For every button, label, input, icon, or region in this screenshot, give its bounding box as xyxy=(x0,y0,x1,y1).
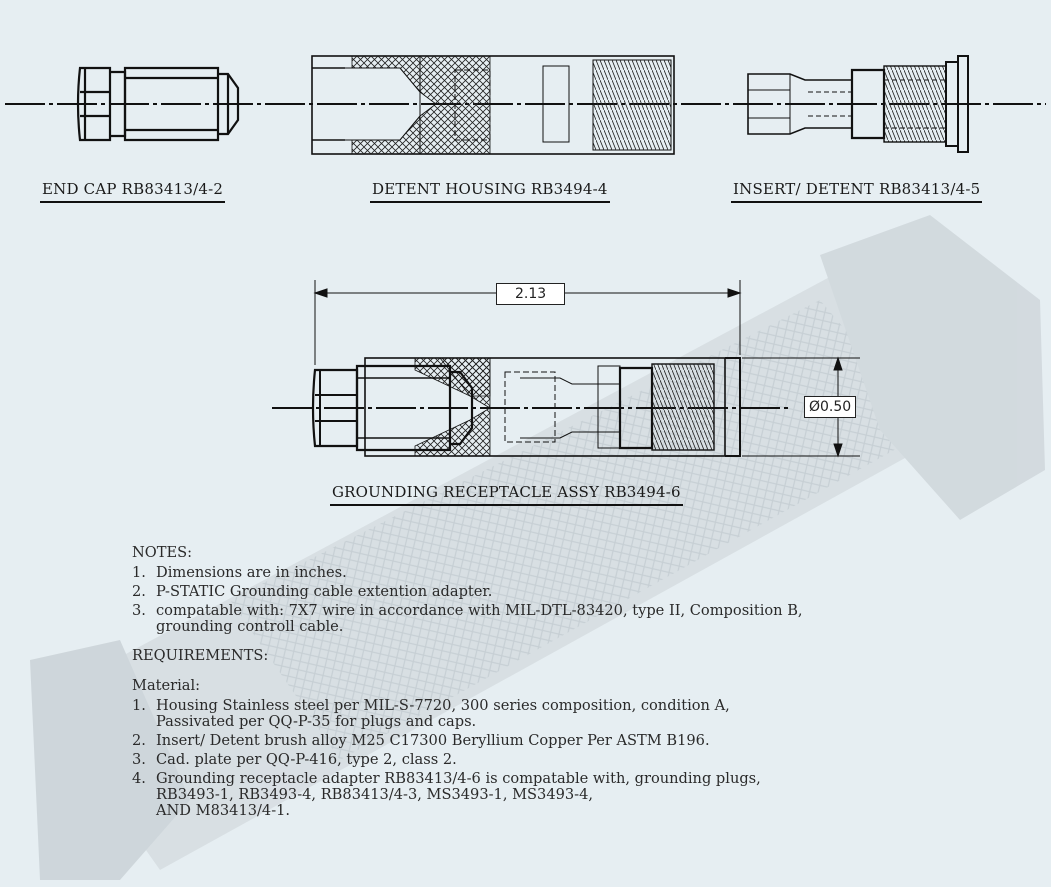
requirement-item-line: Passivated per QQ-P-35 for plugs and cap… xyxy=(156,713,477,730)
detent-housing-caption: DETENT HOUSING RB3494-4 xyxy=(370,180,610,203)
notes-list: 1. Dimensions are in inches. 2. P-STATIC Gr… xyxy=(132,565,1012,635)
note-item-number: 3. xyxy=(132,602,146,619)
note-item: 3. compatable with: 7X7 wire in accordanc… xyxy=(132,603,1012,635)
requirement-item-line: Insert/ Detent brush alloy M25 C17300 Be… xyxy=(156,732,710,749)
requirement-item-number: 1. xyxy=(132,697,146,714)
note-item-text: P-STATIC Grounding cable extention adapt… xyxy=(156,584,1012,600)
requirement-item-text: Cad. plate per QQ-P-416, type 2, class 2… xyxy=(156,752,1012,768)
assembly-caption: GROUNDING RECEPTACLE ASSY RB3494-6 xyxy=(330,483,683,506)
requirement-item: 2. Insert/ Detent brush alloy M25 C17300 … xyxy=(132,733,1012,749)
requirement-item-line: Housing Stainless steel per MIL-S-7720, … xyxy=(156,697,730,714)
requirement-item-line: AND M83413/4-1. xyxy=(156,802,291,819)
end-cap-drawing xyxy=(76,66,240,142)
note-item-text: Dimensions are in inches. xyxy=(156,565,1012,581)
requirements-list: 1. Housing Stainless steel per MIL-S-7720… xyxy=(132,698,1012,819)
notes-section: NOTES: 1. Dimensions are in inches. 2. P-ST… xyxy=(132,545,1012,822)
requirement-item-text: Insert/ Detent brush alloy M25 C17300 Be… xyxy=(156,733,1012,749)
end-cap-caption: END CAP RB83413/4-2 xyxy=(40,180,226,203)
requirement-item-text: Housing Stainless steel per MIL-S-7720, … xyxy=(156,698,1012,730)
requirement-item-line: Grounding receptacle adapter RB83413/4-6… xyxy=(156,770,761,787)
requirement-item-line: Cad. plate per QQ-P-416, type 2, class 2… xyxy=(156,751,457,768)
note-item-line: P-STATIC Grounding cable extention adapt… xyxy=(156,583,493,600)
requirement-item-number: 3. xyxy=(132,751,146,768)
requirement-item-line: RB3493-1, RB3493-4, RB83413/4-3, MS3493-… xyxy=(156,786,594,803)
length-dimension-label: 2.13 xyxy=(496,283,566,305)
detent-housing-drawing xyxy=(311,55,675,155)
material-heading: Material: xyxy=(132,677,201,694)
requirement-item: 4. Grounding receptacle adapter RB83413/4… xyxy=(132,771,1012,819)
insert-detent-drawing xyxy=(747,55,969,153)
note-item-line: grounding controll cable. xyxy=(156,618,344,635)
insert-detent-caption: INSERT/ DETENT RB83413/4-5 xyxy=(731,180,983,203)
requirement-item: 3. Cad. plate per QQ-P-416, type 2, class… xyxy=(132,752,1012,768)
note-item-line: Dimensions are in inches. xyxy=(156,564,347,581)
requirement-item-number: 4. xyxy=(132,770,146,787)
notes-heading: NOTES: xyxy=(132,544,193,561)
requirement-item: 1. Housing Stainless steel per MIL-S-7720… xyxy=(132,698,1012,730)
requirement-item-number: 2. xyxy=(132,732,146,749)
note-item: 2. P-STATIC Grounding cable extention ada… xyxy=(132,584,1012,600)
note-item-number: 2. xyxy=(132,583,146,600)
requirement-item-text: Grounding receptacle adapter RB83413/4-6… xyxy=(156,771,1012,819)
note-item-text: compatable with: 7X7 wire in accordance … xyxy=(156,603,1012,635)
requirements-heading: REQUIREMENTS: xyxy=(132,647,269,664)
note-item-number: 1. xyxy=(132,564,146,581)
assembly-drawing xyxy=(311,357,741,457)
note-item-line: compatable with: 7X7 wire in accordance … xyxy=(156,602,803,619)
note-item: 1. Dimensions are in inches. xyxy=(132,565,1012,581)
diameter-dimension-label: Ø0.50 xyxy=(804,396,857,418)
